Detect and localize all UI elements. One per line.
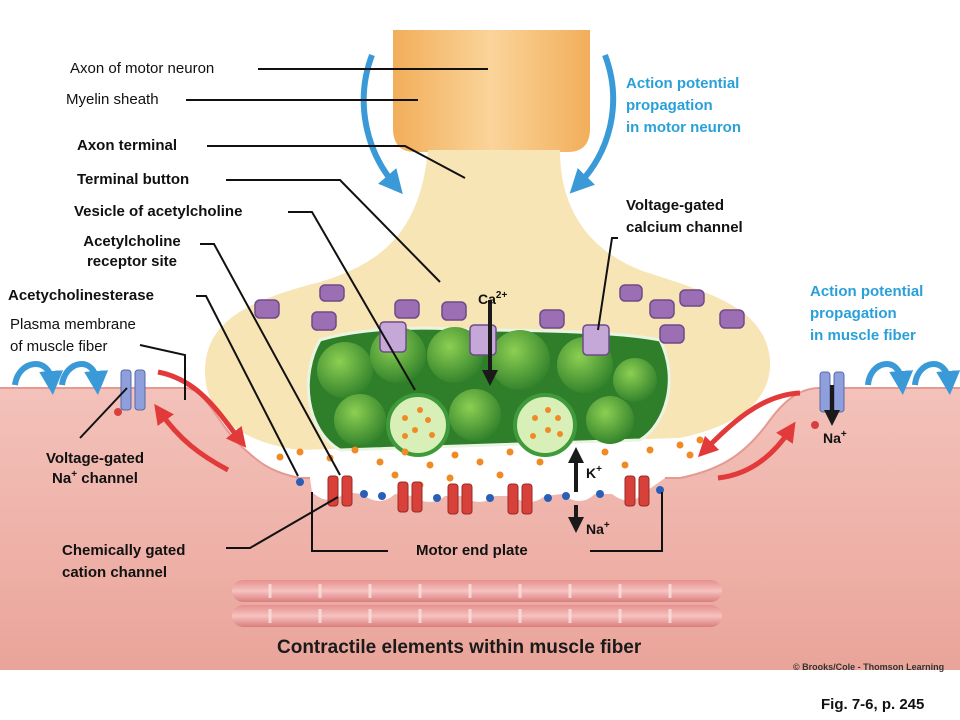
leader-lines [79,68,663,552]
label-ap-muscle-line-1: Action potential [810,283,924,300]
copyright-credit: © Brooks/Cole - Thomson Learning [793,662,945,672]
label-na-right-symbol: Na [823,430,841,446]
label-terminal-button: Terminal button [77,171,190,188]
label-ap-muscle-line-3: in muscle fiber [810,327,916,344]
label-plasma-membrane: Plasma membrane of muscle fiber [10,314,136,358]
axon [393,30,590,152]
label-myelin-sheath: Myelin sheath [66,91,159,108]
label-vg-na-line-2: Na+ channel [28,469,162,489]
label-k-charge: + [596,464,602,475]
chemically-gated-channels [327,475,650,515]
label-k-symbol: K [586,465,597,481]
label-k-ion: K+ [586,463,602,483]
label-ap-neuron-line-1: Action potential [626,75,740,92]
label-ca-ion: Ca2+ [478,289,507,309]
label-chem-gated-line-2: cation channel [62,564,168,581]
label-motor-end-plate: Motor end plate [416,542,528,559]
label-na-ion-right: Na+ [823,428,847,448]
label-na-center-charge: + [603,520,610,531]
label-vg-ca-line-2: calcium channel [626,219,743,236]
ion-flow-arrows [482,300,840,533]
label-ca-charge: 2+ [495,290,508,301]
label-vesicle-of-acetylcholine: Vesicle of acetylcholine [74,203,243,220]
label-vg-ca-line-1: Voltage-gated [626,197,725,214]
label-ap-muscle-line-2: propagation [810,305,897,322]
myofibrils [232,580,722,627]
figure-reference: Fig. 7-6, p. 245 [821,696,925,713]
label-ap-neuron-line-3: in motor neuron [626,119,741,136]
neuron-propagation-arrows [12,53,960,395]
muscle-propagation-arrows [154,369,801,481]
label-acetylcholine-receptor-line-2: receptor site [86,253,178,270]
label-voltage-gated-calcium-channel: Voltage-gated calcium channel [626,195,743,239]
vesicles [317,327,657,457]
label-na-right-charge: + [840,429,847,440]
label-plasma-membrane-line-2: of muscle fiber [10,338,108,355]
label-na-ion-center: Na+ [586,519,610,539]
label-ap-neuron-line-2: propagation [626,97,713,114]
label-chem-gated-line-1: Chemically gated [62,542,186,559]
label-ca-symbol: Ca [478,291,496,307]
label-axon-terminal: Axon terminal [77,137,178,154]
label-chemically-gated-cation-channel: Chemically gated cation channel [62,540,185,584]
label-vg-na-ion: Na [52,470,72,487]
label-ap-propagation-muscle-fiber: Action potential propagation in muscle f… [810,281,923,347]
label-vg-na-line-1: Voltage-gated [45,450,145,467]
label-ap-propagation-motor-neuron: Action potential propagation in motor ne… [626,73,741,139]
acetylcholinesterase-molecules [296,478,664,502]
label-voltage-gated-na-channel: Voltage-gated Na+ channel [28,449,162,489]
label-vg-na-channel-word: channel [77,470,138,487]
label-na-center-symbol: Na [586,521,604,537]
label-acetylcholinesterase: Acetycholinesterase [8,287,154,304]
label-axon-of-motor-neuron: Axon of motor neuron [70,60,215,77]
label-plasma-membrane-line-1: Plasma membrane [10,316,136,333]
label-vg-na-charge: + [71,469,78,480]
label-acetylcholine-receptor-line-1: Acetylcholine [83,233,181,250]
label-contractile-elements: Contractile elements within muscle fiber [277,637,642,658]
label-acetylcholine-receptor-site: Acetylcholine receptor site [70,232,194,272]
